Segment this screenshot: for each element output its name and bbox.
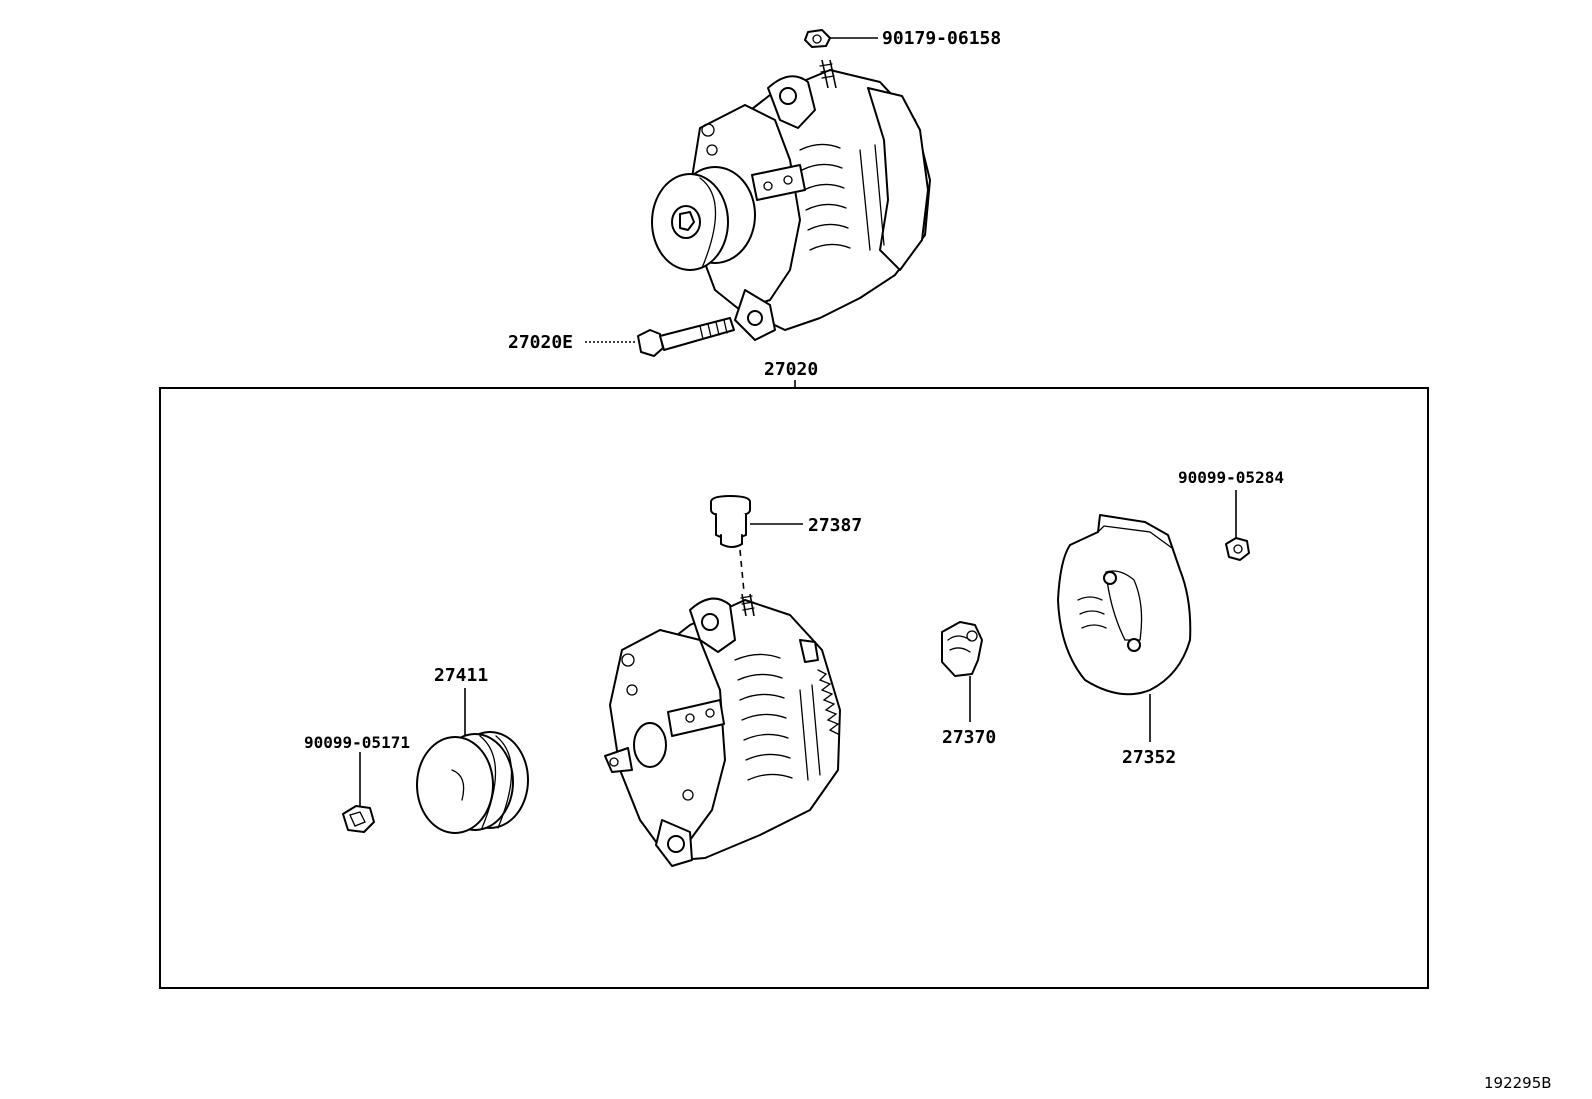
alternator-body-drawing: [604, 593, 841, 867]
bolt-27020E: [585, 317, 735, 357]
terminal-insulator-27387: [710, 495, 803, 593]
rear-end-cover-27352: [1057, 514, 1192, 742]
brush-holder-27370: [941, 621, 983, 722]
alternator-assembled-drawing: [651, 59, 931, 341]
exploded-view-frame: [159, 387, 1429, 989]
label-terminal-insulator: 27387: [808, 515, 862, 536]
label-rear-cover: 27352: [1122, 747, 1176, 768]
figure-code: 192295B: [1484, 1074, 1552, 1092]
label-nut-pulley: 90099-05171: [304, 733, 410, 752]
nut-90099-05171: [342, 752, 375, 833]
label-bolt: 27020E: [508, 332, 573, 353]
label-nut-top: 90179-06158: [882, 28, 1001, 49]
label-pulley: 27411: [434, 665, 488, 686]
pulley-27411: [416, 688, 529, 834]
label-assembly: 27020: [764, 359, 818, 380]
nut-90099-05284: [1225, 490, 1250, 561]
label-nut-cover: 90099-05284: [1178, 468, 1284, 487]
nut-90179-06158: [804, 29, 878, 48]
label-brush-holder: 27370: [942, 727, 996, 748]
